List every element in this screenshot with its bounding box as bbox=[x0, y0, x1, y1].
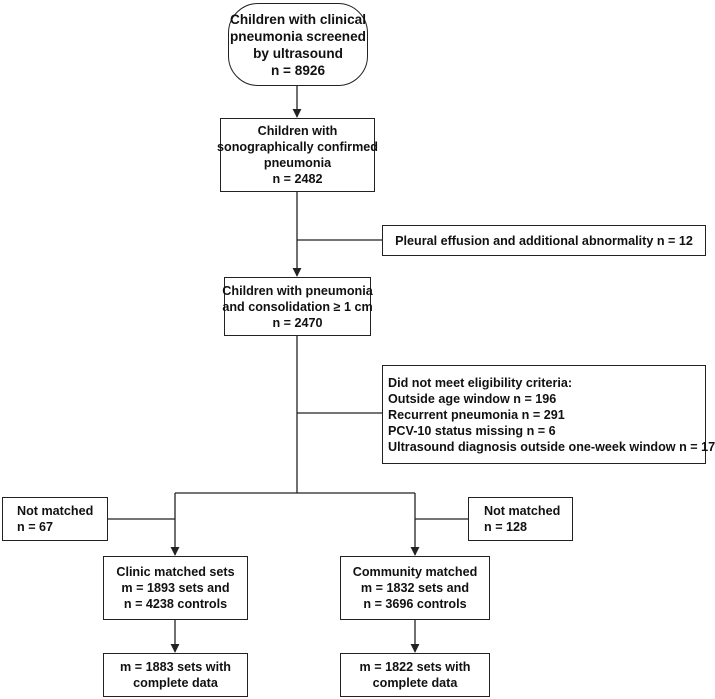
screened-line-1: Children with clinical bbox=[230, 11, 366, 27]
clinic-matched-line-2: m = 1893 sets and bbox=[121, 581, 230, 595]
consolidation-count: n = 2470 bbox=[272, 315, 323, 330]
consolidation-line-1: Children with pneumonia bbox=[222, 283, 373, 298]
confirmed-line-3: pneumonia bbox=[263, 156, 332, 170]
eligibility-line: PCV-10 status missing n = 6 bbox=[388, 423, 556, 438]
community-matched-box: Community matched m = 1832 sets and n = … bbox=[340, 556, 490, 620]
community-matched-line-1: Community matched bbox=[352, 565, 478, 579]
screened-count: n = 8926 bbox=[270, 62, 326, 78]
clinic-complete-box: m = 1883 sets with complete data bbox=[103, 653, 248, 697]
eligibility-line: Outside age window n = 196 bbox=[388, 391, 557, 406]
screened-line-3: by ultrasound bbox=[253, 45, 343, 61]
screened-line-2: pneumonia screened bbox=[230, 28, 366, 44]
confirmed-box: Children with sonographically confirmed … bbox=[217, 118, 378, 192]
community-complete-line-1: m = 1822 sets with bbox=[359, 660, 471, 674]
clinic-matched-line-3: n = 4238 controls bbox=[123, 597, 228, 611]
community-matched-line-3: n = 3696 controls bbox=[363, 597, 467, 611]
clinic-matched-line-1: Clinic matched sets bbox=[116, 565, 235, 579]
community-matched-line-2: m = 1832 sets and bbox=[360, 581, 470, 595]
not-matched-community-count: n = 128 bbox=[484, 520, 528, 534]
consolidation-box: Children with pneumonia and consolidatio… bbox=[222, 277, 373, 336]
not-matched-clinic-count: n = 67 bbox=[17, 520, 54, 534]
clinic-complete-line-2: complete data bbox=[133, 676, 218, 690]
eligibility-heading: Did not meet eligibility criteria: bbox=[388, 375, 573, 390]
clinic-matched-box: Clinic matched sets m = 1893 sets and n … bbox=[103, 556, 248, 620]
not-matched-clinic-box: Not matched n = 67 bbox=[2, 497, 108, 541]
community-complete-box: m = 1822 sets with complete data bbox=[340, 653, 490, 697]
screened-box: Children with clinical pneumonia screene… bbox=[228, 3, 368, 86]
clinic-complete-line-1: m = 1883 sets with bbox=[120, 660, 231, 674]
not-matched-community-label: Not matched bbox=[484, 504, 561, 518]
confirmed-count: n = 2482 bbox=[272, 172, 323, 186]
pleural-exclusion-box: Pleural effusion and additional abnormal… bbox=[382, 225, 706, 256]
community-complete-line-2: complete data bbox=[372, 676, 458, 690]
eligibility-line: Ultrasound diagnosis outside one-week wi… bbox=[388, 439, 715, 454]
pleural-text: Pleural effusion and additional abnormal… bbox=[395, 233, 693, 248]
eligibility-exclusion-box: Did not meet eligibility criteria: Outsi… bbox=[382, 365, 715, 464]
not-matched-community-box: Not matched n = 128 bbox=[468, 497, 573, 541]
confirmed-line-2: sonographically confirmed bbox=[217, 140, 378, 154]
not-matched-clinic-label: Not matched bbox=[17, 504, 94, 518]
consolidation-line-2: and consolidation ≥ 1 cm bbox=[222, 299, 373, 314]
eligibility-line: Recurrent pneumonia n = 291 bbox=[388, 407, 565, 422]
confirmed-line-1: Children with bbox=[257, 124, 338, 138]
